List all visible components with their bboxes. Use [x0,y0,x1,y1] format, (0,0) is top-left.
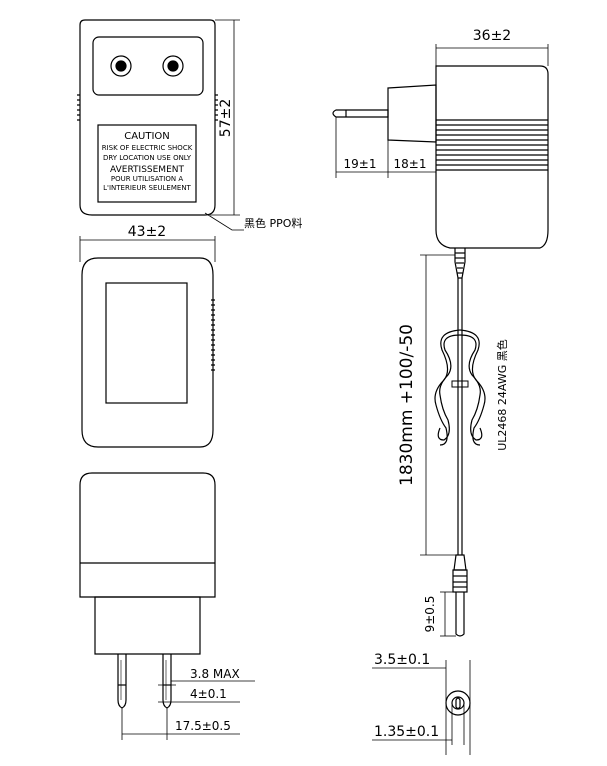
caution-title: CAUTION [124,131,170,142]
base-length-dimension: 18±1 [394,157,427,171]
top-view [79,236,216,448]
front-view [77,19,244,231]
material-label: 黑色 PPO料 [244,216,302,230]
caution-line-3: POUR UTILISATION A [111,175,184,183]
caution-title-2: AVERTISSEMENT [110,165,184,175]
caution-line-1: RISK OF ELECTRIC SHOCK [102,144,193,152]
width-dimension: 36±2 [473,28,511,44]
pin-spacing-dimension: 17.5±0.5 [175,719,231,733]
side-view [332,44,549,755]
dc-outer-dimension: 3.5±0.1 [374,652,430,668]
dc-inner-dimension: 1.35±0.1 [374,724,439,740]
pin-length-dimension: 19±1 [344,157,377,171]
plug-length-dimension: 9±0.5 [423,596,437,633]
cable-spec-label: UL2468 24AWG 黑色 [495,339,509,451]
cable-length-dimension: 1830mm +100/-50 [397,324,417,486]
side-view-pins [79,472,255,740]
pin-tip-dimension: 3.8 MAX [190,667,240,681]
height-dimension: 57±2 [218,99,234,137]
depth-dimension: 43±2 [128,224,166,240]
caution-line-4: L'INTERIEUR SEULEMENT [103,184,191,192]
pin-diameter-dimension: 4±0.1 [190,687,227,701]
caution-line-2: DRY LOCATION USE ONLY [103,154,192,162]
